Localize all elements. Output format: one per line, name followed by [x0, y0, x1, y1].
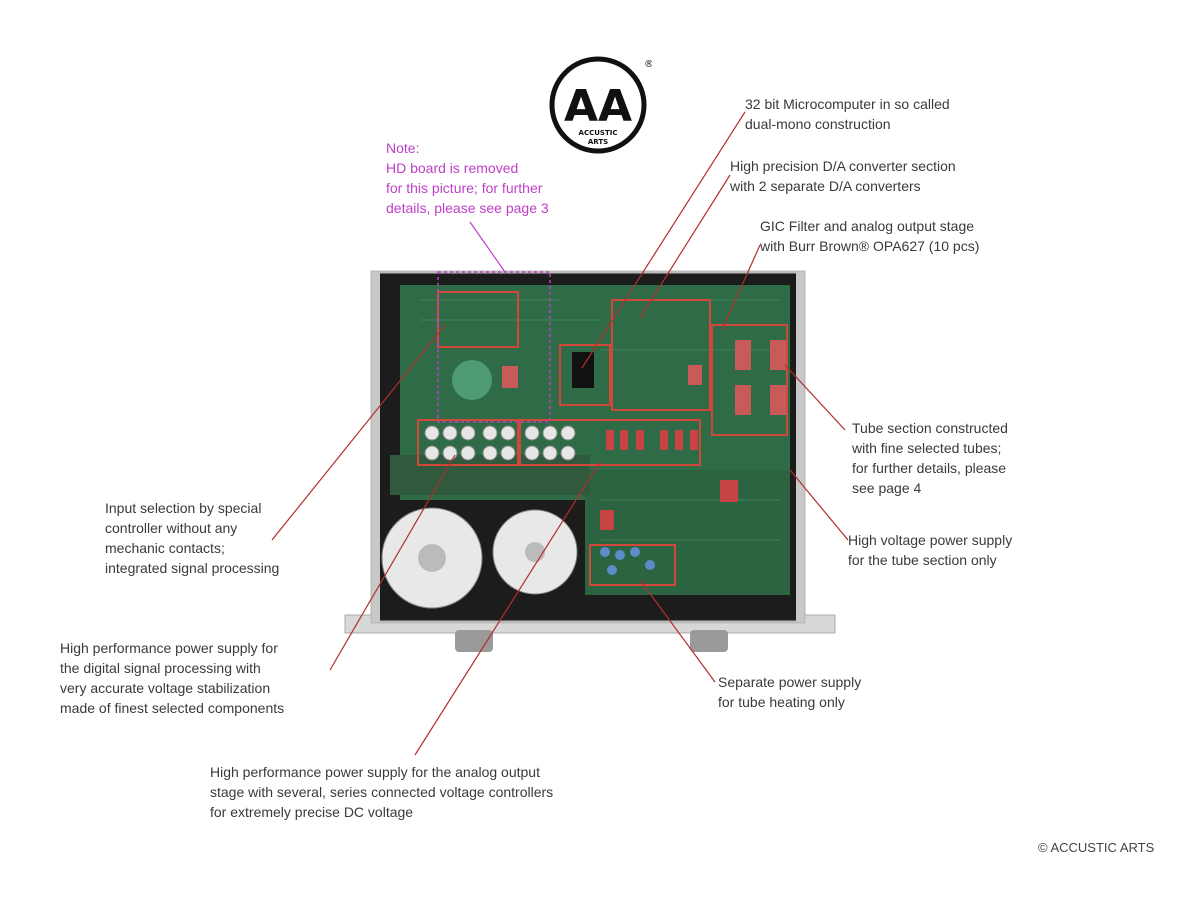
line-input-selection [271, 324, 446, 541]
line-microcomputer [581, 111, 746, 369]
highlight-micro-section [559, 344, 611, 406]
callout-analog-psu: High performance power supply for the an… [210, 764, 554, 820]
line-tube-heating [639, 579, 716, 683]
callout-tube-section: Tube section constructed with fine selec… [852, 420, 1008, 496]
logo-registered: ® [644, 59, 652, 70]
line-analog-psu [414, 461, 601, 756]
line-high-voltage [789, 469, 849, 541]
callout-high-voltage: High voltage power supply for the tube s… [848, 532, 1013, 568]
note-hd-board: Note: HD board is removed for this pictu… [386, 140, 549, 216]
logo-monogram: AA [564, 81, 632, 132]
brand-logo: AA ACCUSTIC ARTS ® [548, 55, 654, 159]
callout-microcomputer: 32 bit Microcomputer in so called dual-m… [745, 96, 950, 132]
callout-input-selection: Input selection by special controller wi… [105, 500, 280, 576]
callout-da-converter: High precision D/A converter section wit… [730, 158, 956, 194]
highlight-da-section [611, 299, 711, 411]
line-note [469, 221, 506, 273]
hd-board-outline [437, 271, 551, 423]
callout-digital-psu: High performance power supply for the di… [60, 640, 285, 716]
highlight-gic-section [711, 324, 788, 436]
line-digital-psu [329, 454, 456, 671]
line-tube-section [784, 364, 846, 431]
logo-brand-line2: ARTS [588, 138, 608, 146]
copyright-notice: © ACCUSTIC ARTS [1038, 840, 1155, 855]
right-knob [690, 630, 728, 652]
line-gic-filter [721, 244, 761, 331]
line-da-converter [639, 174, 731, 319]
highlight-digital-psu [417, 419, 519, 466]
microcomputer-chip [572, 352, 594, 388]
callout-tube-heating: Separate power supply for tube heating o… [718, 674, 862, 710]
highlight-analog-psu [519, 419, 701, 466]
logo-brand-line1: ACCUSTIC [579, 129, 618, 137]
callout-gic-filter: GIC Filter and analog output stage with … [760, 218, 980, 254]
highlight-heating-psu [589, 544, 676, 586]
psu-pcb [585, 470, 790, 595]
